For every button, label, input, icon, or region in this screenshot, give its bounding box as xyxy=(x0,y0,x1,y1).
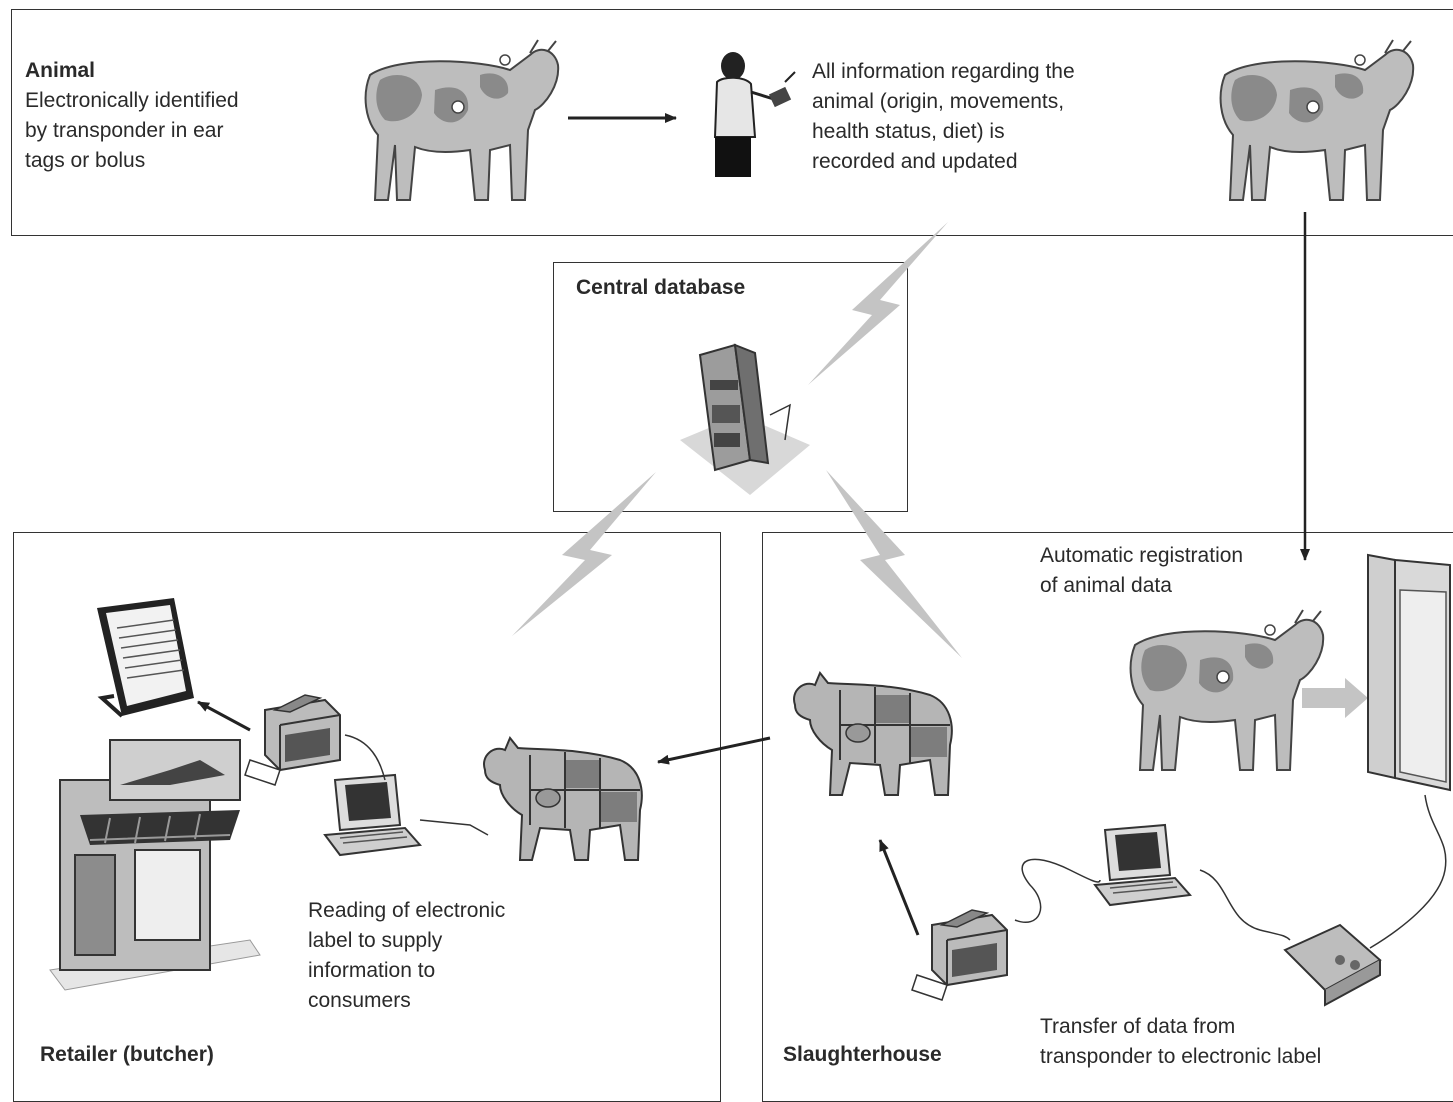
arrow-slaughterhouse-to-retailer xyxy=(657,736,771,765)
person-with-reader-icon xyxy=(713,52,796,177)
registration-description: Automatic registration of animal data xyxy=(1040,541,1243,601)
cow-illustration-registration xyxy=(1129,609,1325,771)
retailer-title: Retailer (butcher) xyxy=(40,1043,214,1066)
animal-panel xyxy=(11,9,1453,236)
server-icon xyxy=(680,343,810,495)
recording-line-3: health status, diet) is xyxy=(812,120,1005,143)
tablet-display-icon xyxy=(97,598,194,718)
recording-line-4: recorded and updated xyxy=(812,150,1018,173)
animal-line-2: by transponder in ear xyxy=(25,119,224,142)
slaughterhouse-title: Slaughterhouse xyxy=(783,1043,942,1066)
reading-line-1: Reading of electronic xyxy=(308,899,506,922)
printer-icon-retailer xyxy=(244,694,341,786)
arrow-printer-to-display xyxy=(197,700,251,732)
transfer-line-2: transponder to electronic label xyxy=(1040,1045,1322,1068)
recording-description: All information regarding the animal (or… xyxy=(812,57,1075,177)
animal-title: Animal xyxy=(25,59,96,82)
registration-line-1: Automatic registration xyxy=(1040,544,1244,567)
lightning-right xyxy=(826,470,962,658)
carcass-illustration-retailer xyxy=(483,737,643,861)
butcher-shop-icon xyxy=(49,739,261,991)
recording-line-2: animal (origin, movements, xyxy=(812,90,1065,113)
arrow-into-gate xyxy=(1302,678,1368,718)
transponder-reader-icon xyxy=(1283,923,1382,1007)
recording-line-1: All information regarding the xyxy=(812,60,1075,83)
reading-line-3: information to xyxy=(308,959,436,982)
central-database-panel xyxy=(553,262,908,512)
central-database-title: Central database xyxy=(576,276,746,299)
carcass-illustration-slaughterhouse xyxy=(793,672,953,796)
printer-icon-slaughterhouse xyxy=(911,909,1008,1001)
transfer-description: Transfer of data from transponder to ele… xyxy=(1040,1012,1321,1072)
cow-illustration-left xyxy=(364,39,560,201)
laptop-icon-retailer xyxy=(324,774,421,856)
registration-gate-icon xyxy=(1367,553,1451,792)
arrow-printer-to-carcass xyxy=(878,839,920,936)
reading-line-4: consumers xyxy=(308,989,411,1012)
animal-description: Animal Electronically identified by tran… xyxy=(25,56,239,176)
reading-line-2: label to supply xyxy=(308,929,443,952)
transfer-line-1: Transfer of data from xyxy=(1040,1015,1236,1038)
lightning-left xyxy=(512,472,656,636)
lightning-top xyxy=(808,222,948,385)
animal-line-1: Electronically identified xyxy=(25,89,239,112)
animal-line-3: tags or bolus xyxy=(25,149,146,172)
laptop-icon-slaughterhouse xyxy=(1094,824,1191,906)
registration-line-2: of animal data xyxy=(1040,574,1172,597)
cow-illustration-right xyxy=(1219,39,1415,201)
reading-description: Reading of electronic label to supply in… xyxy=(308,896,505,1016)
